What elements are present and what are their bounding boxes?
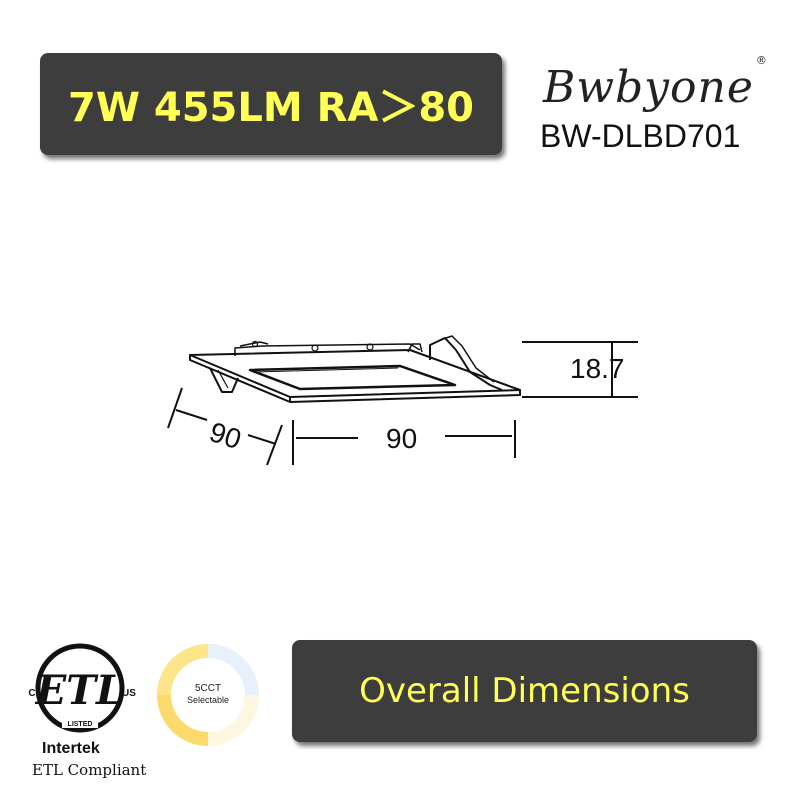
cct-ring-icon: 5CCT Selectable — [157, 644, 259, 746]
side-width-dimension-lines — [167, 387, 283, 466]
spec-banner-text: 7W 455LM RA＞80 — [67, 85, 474, 131]
etl-mark-letters: ETL — [35, 667, 124, 714]
cct-line1: 5CCT — [195, 683, 221, 694]
height-dimension-label: 18.7 — [570, 353, 625, 384]
section-banner: Overall Dimensions — [292, 640, 757, 742]
intertek-label: Intertek — [42, 740, 100, 757]
cct-line2: Selectable — [187, 695, 229, 705]
brand-name: Bwbyone — [543, 62, 754, 113]
section-banner-text: Overall Dimensions — [359, 671, 690, 711]
front-width-dimension-lines — [292, 420, 516, 465]
model-number: BW-DLBD701 — [540, 118, 741, 154]
etl-mark-us: US — [122, 688, 136, 699]
height-dimension-lines — [522, 341, 638, 398]
spec-banner: 7W 455LM RA＞80 — [40, 53, 502, 155]
brand-logo: Bwbyone® — [543, 54, 767, 113]
etl-mark-c: C — [28, 688, 35, 699]
etl-listed-icon: ETL C US LISTED — [28, 643, 136, 733]
registered-mark: ® — [755, 54, 768, 68]
front-width-dimension-label: 90 — [386, 423, 417, 454]
etl-mark-listed: LISTED — [68, 721, 93, 728]
side-width-dimension-label: 90 — [206, 416, 245, 455]
etl-compliant-label: ETL Compliant — [32, 761, 147, 779]
etl-certification: ETL C US LISTED Intertek ETL Compliant — [22, 640, 162, 779]
cct-selectable-badge: 5CCT Selectable — [153, 640, 263, 750]
downlight-outline — [189, 335, 521, 403]
